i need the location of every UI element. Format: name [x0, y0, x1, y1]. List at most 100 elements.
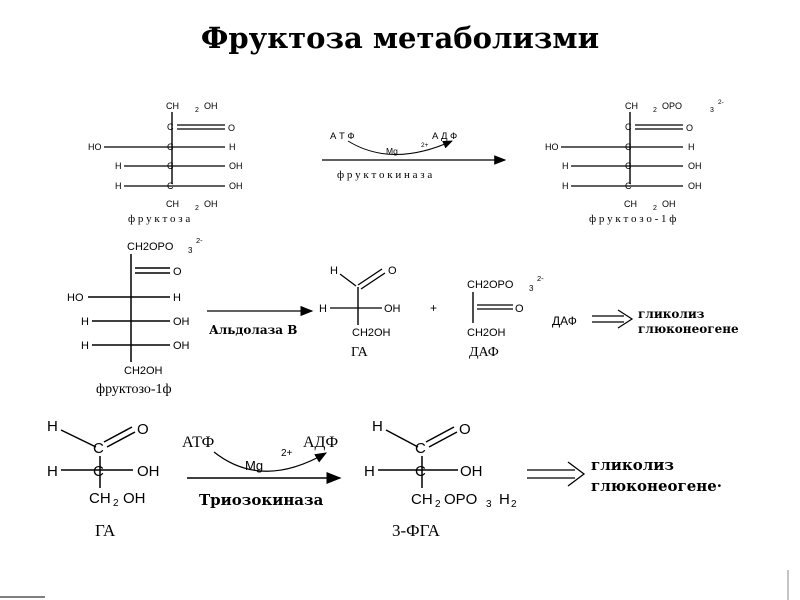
fructokinase-reaction: А Т Ф Mg 2+ А Д Ф ф р у к т о к и н а з … [322, 131, 507, 181]
atom-ch: CH [166, 199, 179, 209]
atom-sub3: 3 [188, 246, 193, 255]
adp-big: АДФ [303, 434, 338, 451]
f1p-label-mid: фруктозо-1ф [96, 382, 172, 397]
atom-c: C [625, 142, 632, 152]
plus-sign: + [430, 301, 437, 315]
atom-o: O [388, 265, 397, 277]
atom-h: H [47, 418, 58, 435]
atom-c: C [93, 440, 104, 457]
atom-oh: OH [229, 161, 243, 171]
atom-c: C [93, 463, 104, 480]
atom-ho: HO [67, 292, 84, 304]
glycolysis-bottom: гликолиз [591, 456, 674, 474]
atom-ch2opo: CH2OPO [127, 241, 174, 253]
atom-o: O [686, 123, 693, 133]
atom-h: H [81, 340, 89, 352]
atom-sub3: 3 [710, 107, 714, 114]
atom-c: C [167, 142, 174, 152]
atom-oh: OH [688, 181, 702, 191]
mg-label: Mg [386, 146, 398, 156]
dhap-label: ДАФ [469, 345, 499, 360]
atom-c: C [167, 161, 174, 171]
atom-opo: OPO [444, 491, 477, 508]
fructose-label: ф р у к т о з а [128, 213, 190, 225]
atom-o: O [228, 123, 235, 133]
double-arrow-bottom [527, 461, 586, 487]
f1p-label-top: ф р у к т о з о - 1 ф [589, 213, 676, 225]
fga-label: 3-ФГА [392, 521, 441, 540]
atom-charge: 2- [718, 99, 724, 106]
atom-ch: CH [624, 199, 637, 209]
atom-h: H [330, 265, 338, 277]
atom-oh: OH [204, 199, 218, 209]
atom-h: H [562, 161, 569, 171]
atom-h: H [319, 303, 327, 315]
fructokinase-label: ф р у к т о к и н а з а [337, 169, 432, 181]
atom-c: C [167, 181, 174, 191]
atom-o: O [173, 266, 182, 278]
atom-c: C [625, 181, 632, 191]
atom-opo: OPO [662, 101, 682, 111]
mg-charge: 2+ [421, 142, 429, 149]
dhap-outcome-label: ДАФ [552, 314, 577, 328]
ga-bottom-label: ГА [95, 521, 116, 540]
atom-h: H [115, 181, 122, 191]
atp-big: АТФ [182, 434, 214, 451]
atom-ch: CH [411, 491, 433, 508]
atom-c: C [625, 161, 632, 171]
atom-oh: OH [204, 101, 218, 111]
atom-h: H [688, 142, 695, 152]
aldolase-label: Альдолаза В [209, 323, 297, 337]
atom-oh: OH [688, 161, 702, 171]
atom-sub2: 2 [195, 205, 199, 212]
atom-h: H [47, 463, 58, 480]
atom-oh: OH [662, 199, 676, 209]
atom-oh: OH [123, 490, 146, 507]
atom-charge: 2- [537, 274, 544, 283]
atom-h: H [372, 418, 383, 435]
atom-o: O [137, 421, 149, 438]
adp-label: А Д Ф [432, 131, 457, 142]
triokinase-label: Триозокиназа [199, 491, 324, 509]
atom-ch: CH [89, 490, 111, 507]
fga-structure: H C O H C OH CH 2 OPO 3 H 2 [364, 418, 517, 510]
atom-oh: OH [384, 303, 401, 315]
atom-h: H [229, 142, 236, 152]
fructose-structure: CH 2 OH C O HO C H H C OH H C OH CH 2 OH [88, 101, 243, 212]
atom-sub2: 2 [195, 107, 199, 114]
dhap-structure: CH2OPO 3 2- O CH2OH [467, 274, 544, 339]
atom-ch2oh: CH2OH [352, 327, 391, 339]
atom-sub3: 3 [529, 284, 534, 293]
atom-ch2oh: CH2OH [124, 365, 163, 377]
atom-oh: OH [173, 340, 190, 352]
atom-ho: HO [545, 142, 559, 152]
ga-mid-structure: H O H OH CH2OH [319, 265, 401, 339]
glycolysis-mid: гликолиз [638, 307, 705, 321]
atom-o: O [459, 421, 471, 438]
atom-c: C [415, 463, 426, 480]
atom-c: C [625, 122, 632, 132]
atom-o: O [515, 303, 524, 315]
atom-sub2: 2 [511, 499, 517, 510]
fructose-1-phosphate-structure: CH 2 OPO 3 2- C O HO C H H C OH H C OH C… [545, 99, 724, 212]
atom-oh: OH [173, 316, 190, 328]
atom-charge: 2- [196, 236, 203, 245]
ga-bottom-structure: H C O H C OH CH 2 OH [47, 418, 160, 509]
atom-ch: CH [166, 101, 179, 111]
atom-ch2opo: CH2OPO [467, 279, 514, 291]
atom-h: H [173, 292, 181, 304]
atom-c: C [415, 440, 426, 457]
f1p-mid-structure: CH2OPO 3 2- O HO H H OH H OH CH2OH [67, 236, 203, 377]
atom-h: H [81, 316, 89, 328]
triokinase-reaction: АТФ Mg 2+ АДФ Триозокиназа [182, 434, 342, 509]
atp-label: А Т Ф [330, 131, 355, 142]
atom-ch: CH [625, 101, 638, 111]
atom-sub3: 3 [486, 499, 492, 510]
gluconeogenesis-mid: глюконеогене [638, 322, 739, 336]
atom-oh: OH [137, 463, 160, 480]
ga-label: ГА [351, 345, 369, 360]
atom-ch2oh: CH2OH [467, 327, 506, 339]
atom-h: H [562, 181, 569, 191]
atom-sub2: 2 [653, 205, 657, 212]
